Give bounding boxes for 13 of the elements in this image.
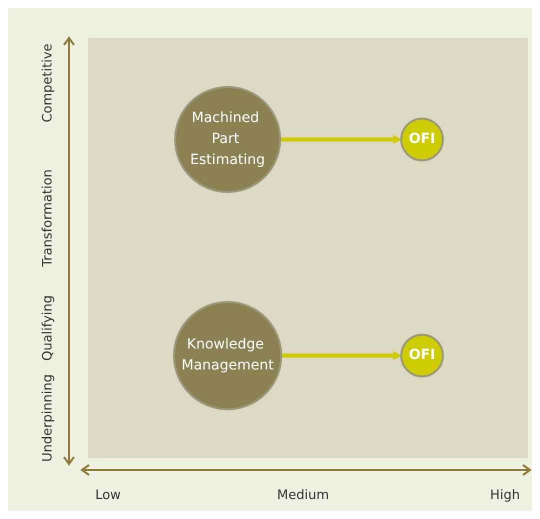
axis-label: Underpinning: [40, 374, 56, 462]
axis-label: Low: [95, 488, 121, 503]
axis-label: Medium: [277, 488, 329, 503]
node-circle: Knowledge Management: [172, 300, 282, 410]
axis-label: Qualifying: [40, 295, 56, 361]
axis-label: High: [490, 488, 520, 503]
node-circle: Machined Part Estimating: [174, 86, 281, 193]
axis-label: Competitive: [40, 43, 56, 123]
node-circle: OFI: [400, 334, 444, 378]
arrow: [280, 135, 402, 144]
node-circle: OFI: [400, 118, 444, 162]
arrow: [280, 351, 402, 360]
axis-label: Transformation: [40, 169, 56, 267]
